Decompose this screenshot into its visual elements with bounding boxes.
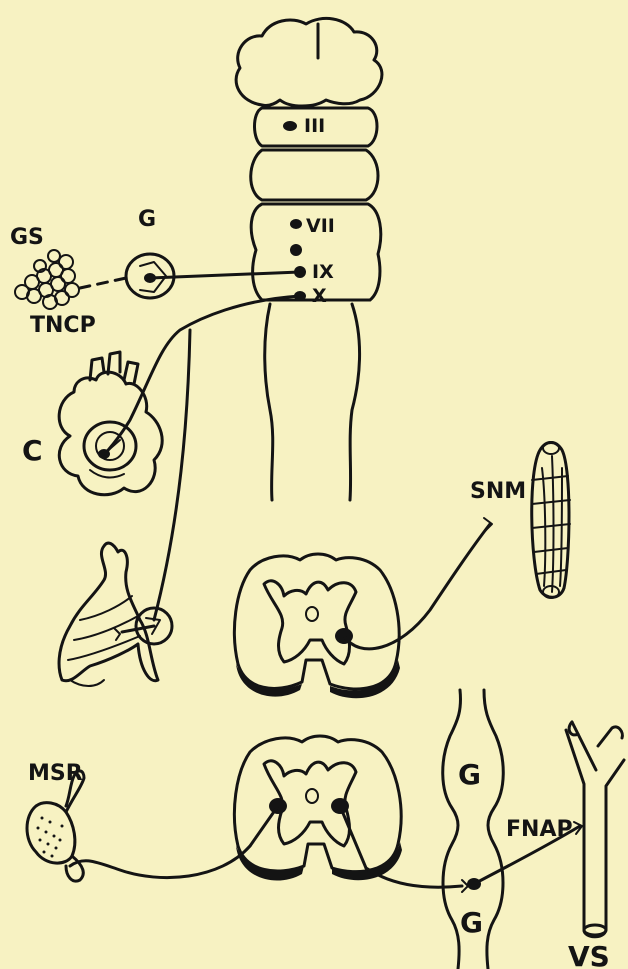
vagus-fiber-to-stomach <box>154 330 190 620</box>
spinal-cord-section-upper <box>234 554 400 698</box>
label-msr: MSR <box>28 761 83 786</box>
spinal-cord-section-lower <box>234 736 402 881</box>
pons-segment <box>251 150 378 200</box>
otic-ganglion <box>126 254 300 298</box>
label-nucleus-iii: III <box>304 115 325 137</box>
label-nucleus-vii: VII <box>306 215 335 237</box>
label-g-chain-upper: G <box>458 758 481 791</box>
dashed-fiber-to-gland <box>80 278 126 288</box>
label-fnap: FNAP <box>506 817 573 842</box>
nucleus-iii-dot <box>283 121 297 131</box>
somatic-motor-fiber <box>344 524 490 649</box>
label-nucleus-ix: IX <box>312 261 334 283</box>
spinal-cord-right-edge <box>350 304 360 500</box>
label-vs: VS <box>568 940 610 969</box>
nucleus-unnamed-dot <box>290 244 302 256</box>
label-c-heart: C <box>22 434 43 467</box>
label-tncp: TNCP <box>30 313 96 338</box>
salivary-gland <box>15 250 79 309</box>
label-snm: SNM <box>470 479 526 504</box>
label-g-chain-lower: G <box>460 906 483 939</box>
vagus-fiber-to-heart <box>104 296 300 455</box>
skeletal-muscle <box>532 442 570 598</box>
label-gs: GS <box>10 225 44 250</box>
spinal-cord-left-edge <box>265 304 273 500</box>
brain <box>236 18 382 106</box>
heart <box>59 352 162 495</box>
reflex-fiber-to-msr <box>70 846 250 878</box>
label-g-ganglion: G <box>138 207 156 232</box>
nucleus-vii-dot <box>290 219 302 229</box>
label-nucleus-x: X <box>312 285 327 307</box>
